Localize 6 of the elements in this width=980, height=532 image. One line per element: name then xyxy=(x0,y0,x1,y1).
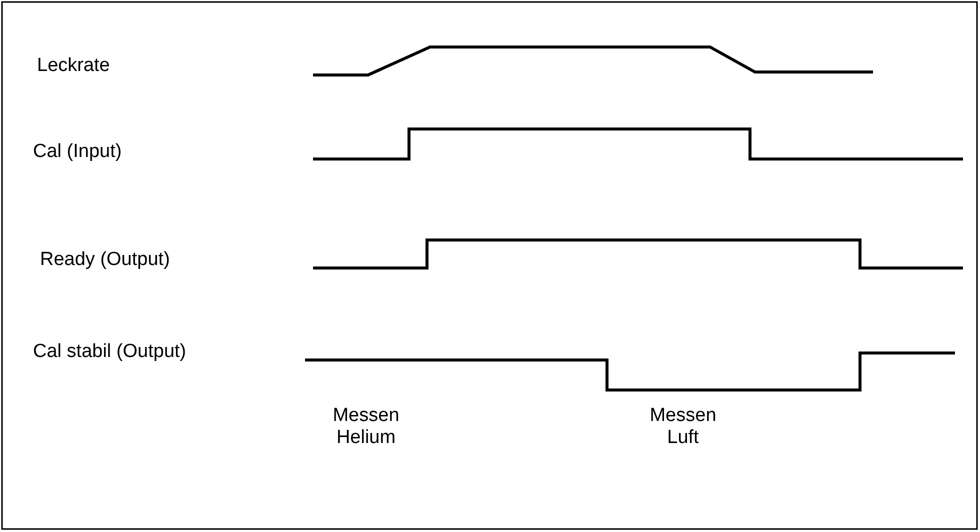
signal-label: Cal stabil (Output) xyxy=(33,341,186,363)
signal-label: Cal (Input) xyxy=(33,141,122,163)
signal-label: Leckrate xyxy=(37,55,110,77)
phase-label: Messen Helium xyxy=(332,405,400,449)
signal-label: Ready (Output) xyxy=(40,249,170,271)
phase-label: Messen Luft xyxy=(648,405,718,449)
